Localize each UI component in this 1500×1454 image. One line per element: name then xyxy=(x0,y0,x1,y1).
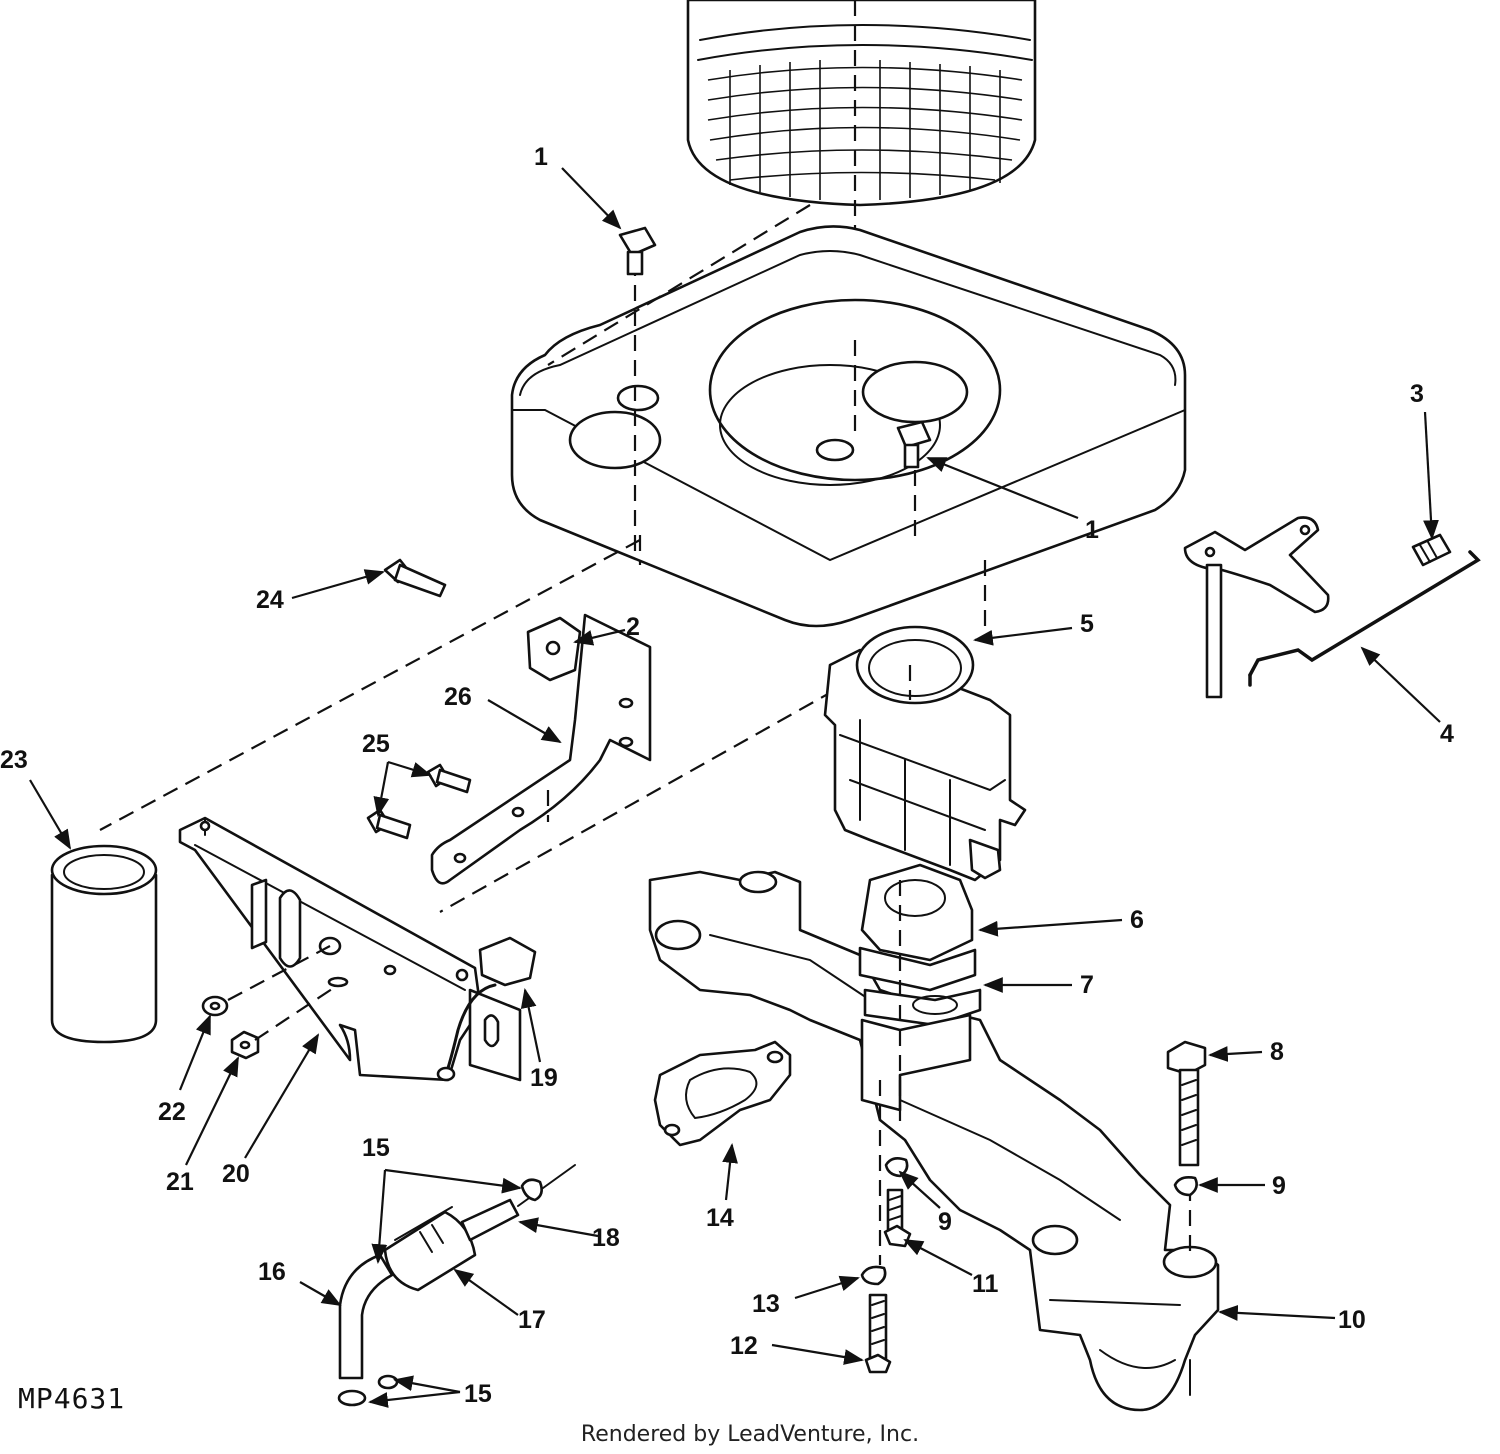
throttle-bracket xyxy=(430,613,652,885)
screw-1-base xyxy=(896,420,932,469)
ground-wire-19 xyxy=(436,936,537,1082)
washer-13 xyxy=(860,1265,887,1286)
callout-7: 7 xyxy=(1080,971,1094,999)
clamp-15-upper xyxy=(520,1178,543,1202)
leader-lines xyxy=(29,167,1441,1408)
choke-rod xyxy=(1248,550,1481,687)
washer-22 xyxy=(201,995,229,1017)
callout-16: 16 xyxy=(258,1258,286,1286)
callout-20: 20 xyxy=(222,1160,250,1188)
callout-21: 21 xyxy=(166,1168,194,1196)
washer-9-right xyxy=(1173,1176,1198,1197)
nut-21 xyxy=(230,1030,260,1060)
callout-10: 10 xyxy=(1338,1306,1366,1334)
callout-6: 6 xyxy=(1130,906,1144,934)
callout-1-top: 1 xyxy=(534,143,548,171)
callout-23: 23 xyxy=(0,746,28,774)
callout-9-right: 9 xyxy=(1272,1172,1286,1200)
air-cleaner-element xyxy=(686,0,1037,230)
callout-14: 14 xyxy=(706,1204,734,1232)
callout-17: 17 xyxy=(518,1306,546,1334)
choke-lever xyxy=(1183,516,1330,699)
callout-13: 13 xyxy=(752,1290,780,1318)
bolt-8 xyxy=(1166,1040,1207,1167)
callout-3: 3 xyxy=(1410,380,1424,408)
manifold-riser xyxy=(860,1013,972,1112)
callout-19: 19 xyxy=(530,1064,558,1092)
callout-5: 5 xyxy=(1080,610,1094,638)
render-credit: Rendered by LeadVenture, Inc. xyxy=(580,1422,920,1447)
fuel-filter-17 xyxy=(383,1206,477,1292)
intake-manifold xyxy=(648,870,1220,1412)
screw-25-upper xyxy=(426,763,472,794)
fuel-line-16 xyxy=(338,1253,394,1380)
screw-25-lower xyxy=(366,808,412,840)
gasket-7 xyxy=(863,988,982,1027)
callout-15-upper: 15 xyxy=(362,1134,390,1162)
callout-24: 24 xyxy=(256,586,284,614)
screw-24 xyxy=(383,558,447,598)
spacer-6 xyxy=(858,863,977,992)
bracket-clip xyxy=(526,616,582,682)
callout-1-base: 1 xyxy=(1085,516,1099,544)
callout-15-lower: 15 xyxy=(464,1380,492,1408)
tube-23 xyxy=(50,844,158,1044)
callout-8: 8 xyxy=(1270,1038,1284,1066)
callout-2: 2 xyxy=(626,613,640,641)
callout-25: 25 xyxy=(362,730,390,758)
mounting-bracket xyxy=(178,816,522,1082)
diagram-reference-code: MP4631 xyxy=(18,1382,126,1415)
callout-labels: 1 1 2 3 4 5 6 7 8 9 9 10 11 12 13 14 15 … xyxy=(0,143,1454,1408)
callout-22: 22 xyxy=(158,1098,186,1126)
washer-9-center xyxy=(884,1157,909,1178)
callout-4: 4 xyxy=(1440,720,1454,748)
screw-11 xyxy=(883,1188,912,1248)
callout-12: 12 xyxy=(730,1332,758,1360)
callout-26: 26 xyxy=(444,683,472,711)
fuel-line-18 xyxy=(460,1164,576,1242)
screw-1-top xyxy=(618,226,657,276)
callout-9-center: 9 xyxy=(938,1208,952,1236)
air-cleaner-screen xyxy=(707,60,1023,200)
gasket-14 xyxy=(653,1040,792,1147)
clamp-15-lower xyxy=(337,1374,399,1407)
callout-11: 11 xyxy=(972,1270,999,1298)
air-cleaner-base xyxy=(510,225,1187,640)
screw-3 xyxy=(1411,533,1452,567)
callout-18: 18 xyxy=(592,1224,620,1252)
bolt-12 xyxy=(864,1293,892,1374)
carburetor xyxy=(823,625,1027,882)
